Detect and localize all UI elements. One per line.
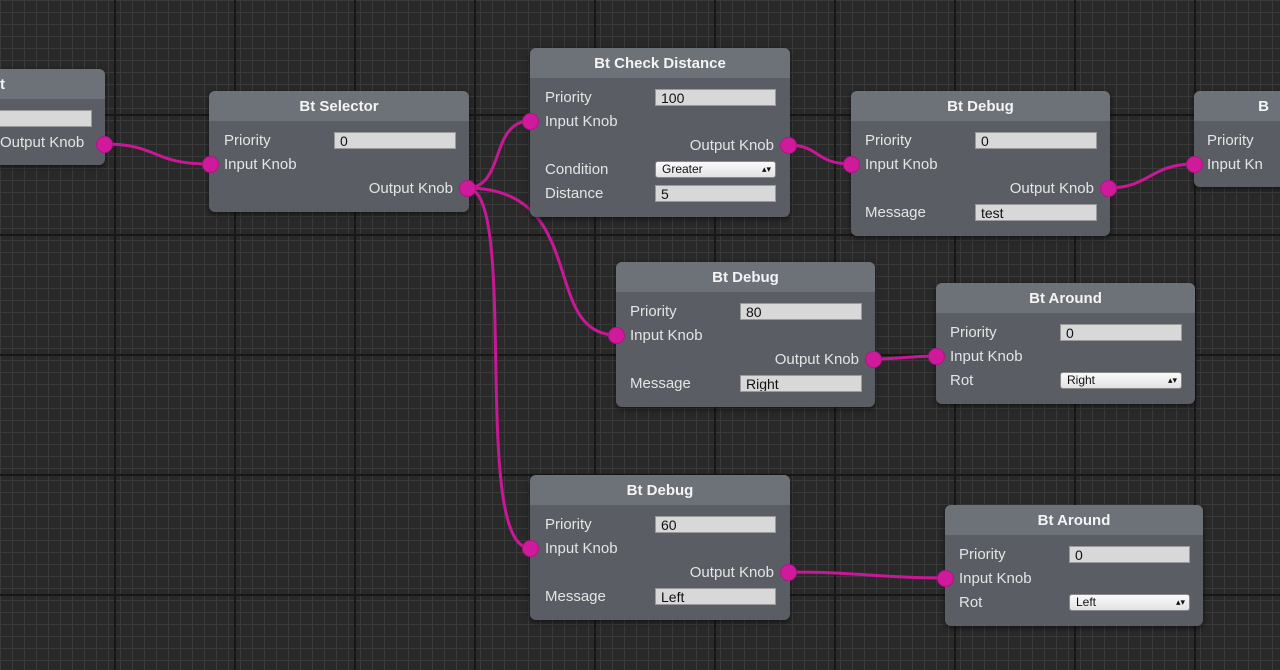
node-title: t: [0, 76, 5, 93]
output-knob[interactable]: [1100, 180, 1117, 197]
rot-label: Rot: [950, 372, 974, 389]
node-header[interactable]: Bt Selector: [209, 91, 469, 121]
distance-label: Distance: [545, 185, 604, 202]
priority-field[interactable]: 0: [334, 132, 456, 149]
node-title: Bt Check Distance: [594, 55, 726, 72]
message-label: Message: [545, 588, 606, 605]
node-header[interactable]: Bt Debug: [530, 475, 790, 505]
priority-label: Priority: [1207, 132, 1254, 149]
input-knob[interactable]: [608, 327, 625, 344]
input-knob[interactable]: [843, 156, 860, 173]
node-bt-debug-test[interactable]: Bt Debug Priority 0 Input Knob Output Kn…: [851, 91, 1110, 236]
wire-selector-to-check-distance: [465, 119, 532, 190]
node-title: Bt Debug: [947, 98, 1014, 115]
left-partial-field[interactable]: [0, 110, 92, 127]
priority-label: Priority: [545, 89, 592, 106]
output-knob-label: Output Knob: [1009, 180, 1094, 197]
node-bt-debug-left[interactable]: Bt Debug Priority 60 Input Knob Output K…: [530, 475, 790, 620]
input-knob-label: Input Knob: [959, 570, 1032, 587]
wire-debug-left-to-around-left: [786, 570, 947, 580]
priority-field[interactable]: 0: [1069, 546, 1190, 563]
message-field[interactable]: test: [975, 204, 1097, 221]
wire-selector-to-debug-left: [465, 186, 532, 550]
node-right-partial[interactable]: B Priority Input Kn: [1194, 91, 1280, 187]
node-bt-around-left[interactable]: Bt Around Priority 0 Input Knob Rot Left…: [945, 505, 1203, 626]
wire-left-to-selector: [102, 142, 212, 166]
input-knob[interactable]: [202, 156, 219, 173]
input-knob-label: Input Knob: [545, 540, 618, 557]
output-knob-label: Output Knob: [0, 134, 85, 151]
wire-check-distance-to-debug-test: [786, 143, 853, 166]
condition-label: Condition: [545, 161, 609, 178]
wire-debug-test-to-right-partial: [1106, 162, 1196, 190]
output-knob-label: Output Knob: [774, 351, 859, 368]
distance-field[interactable]: 5: [655, 185, 776, 202]
output-knob[interactable]: [96, 136, 113, 153]
node-bt-check-distance[interactable]: Bt Check Distance Priority 100 Input Kno…: [530, 48, 790, 217]
node-header[interactable]: Bt Check Distance: [530, 48, 790, 78]
rot-value: Right: [1067, 373, 1096, 387]
output-knob[interactable]: [780, 137, 797, 154]
priority-label: Priority: [865, 132, 912, 149]
input-knob[interactable]: [522, 113, 539, 130]
updown-chevron-icon: ▴▾: [761, 164, 771, 174]
input-knob-label: Input Knob: [950, 348, 1023, 365]
condition-dropdown[interactable]: Greater ▴▾: [655, 161, 776, 178]
input-knob-label: Input Knob: [224, 156, 297, 173]
node-header[interactable]: B: [1194, 91, 1280, 121]
message-field[interactable]: Right: [740, 375, 862, 392]
wire-debug-right-to-around-right: [871, 354, 938, 361]
input-knob[interactable]: [928, 348, 945, 365]
input-knob-label: Input Knob: [545, 113, 618, 130]
priority-field[interactable]: 60: [655, 516, 776, 533]
input-knob-label: Input Knob: [630, 327, 703, 344]
node-title: Bt Debug: [626, 482, 694, 499]
node-header[interactable]: Bt Debug: [851, 91, 1110, 121]
priority-field[interactable]: 0: [975, 132, 1097, 149]
message-label: Message: [865, 204, 926, 221]
node-title: Bt Selector: [299, 98, 379, 115]
updown-chevron-icon: ▴▾: [1175, 597, 1185, 607]
input-knob-label: Input Knob: [865, 156, 938, 173]
node-title: Bt Debug: [712, 269, 779, 286]
condition-value: Greater: [662, 162, 703, 176]
message-label: Message: [630, 375, 691, 392]
input-knob-label: Input Kn: [1207, 156, 1263, 173]
node-bt-around-right[interactable]: Bt Around Priority 0 Input Knob Rot Righ…: [936, 283, 1195, 404]
node-title: Bt Around: [1029, 290, 1102, 307]
node-header[interactable]: Bt Debug: [616, 262, 875, 292]
node-title: Bt Around: [1037, 512, 1111, 529]
updown-chevron-icon: ▴▾: [1167, 375, 1177, 385]
priority-label: Priority: [950, 324, 997, 341]
priority-label: Priority: [959, 546, 1006, 563]
output-knob-label: Output Knob: [689, 564, 774, 581]
rot-dropdown[interactable]: Left ▴▾: [1069, 594, 1190, 611]
output-knob[interactable]: [780, 564, 797, 581]
node-header[interactable]: Bt Around: [936, 283, 1195, 313]
output-knob-label: Output Knob: [689, 137, 774, 154]
priority-field[interactable]: 0: [1060, 324, 1182, 341]
rot-dropdown[interactable]: Right ▴▾: [1060, 372, 1182, 389]
output-knob-label: Output Knob: [368, 180, 453, 197]
priority-field[interactable]: 80: [740, 303, 862, 320]
message-field[interactable]: Left: [655, 588, 776, 605]
node-title: B: [1258, 98, 1269, 115]
node-left-partial-header[interactable]: t: [0, 69, 105, 99]
rot-value: Left: [1076, 595, 1097, 609]
priority-field[interactable]: 100: [655, 89, 776, 106]
input-knob[interactable]: [1186, 156, 1203, 173]
input-knob[interactable]: [522, 540, 539, 557]
rot-label: Rot: [959, 594, 983, 611]
node-bt-debug-right[interactable]: Bt Debug Priority 80 Input Knob Output K…: [616, 262, 875, 407]
node-header[interactable]: Bt Around: [945, 505, 1203, 535]
priority-label: Priority: [630, 303, 677, 320]
priority-label: Priority: [224, 132, 271, 149]
node-left-partial[interactable]: t Output Knob: [0, 69, 105, 165]
priority-label: Priority: [545, 516, 592, 533]
input-knob[interactable]: [937, 570, 954, 587]
output-knob[interactable]: [865, 351, 882, 368]
output-knob[interactable]: [459, 180, 476, 197]
node-bt-selector[interactable]: Bt Selector Priority 0 Input Knob Output…: [209, 91, 469, 212]
